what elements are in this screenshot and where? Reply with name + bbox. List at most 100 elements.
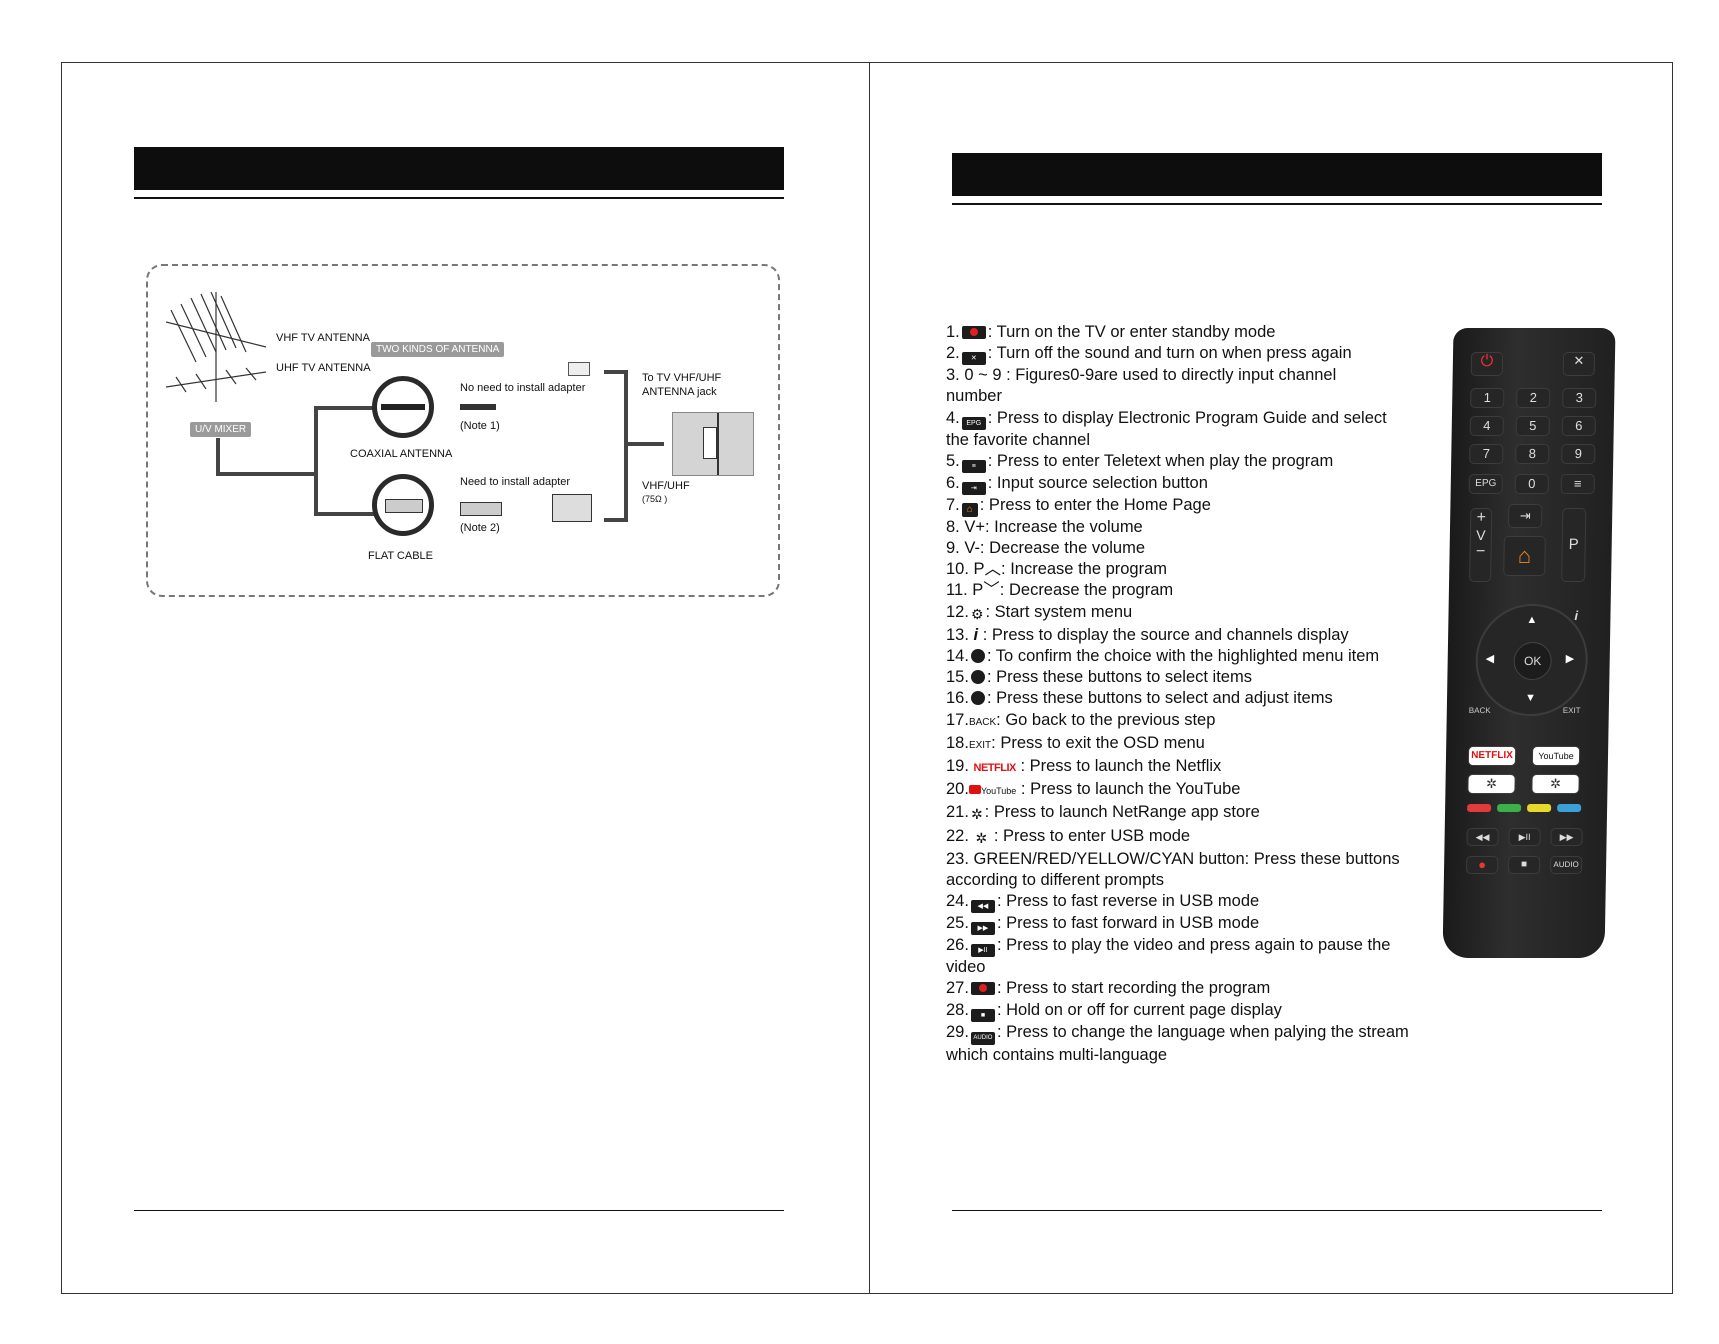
fast-forward-icon: ▶▶ — [970, 922, 995, 936]
app-store-icon: ✲ — [970, 806, 983, 823]
remote-back-label: BACK — [1468, 706, 1491, 715]
wire — [314, 406, 318, 516]
app-store-icon: ✲ — [1467, 774, 1516, 794]
exit-icon: EXIT — [968, 739, 992, 751]
list-item: number — [946, 387, 1002, 406]
list-item: 13. i : Press to display the source and … — [946, 625, 1349, 644]
list-item: 7.⌂: Press to enter the Home Page — [946, 495, 1211, 517]
list-item: 14.: To confirm the choice with the high… — [946, 647, 1380, 666]
record-icon: ● — [1465, 856, 1499, 874]
remote-digit-7: 7 — [1469, 444, 1504, 464]
list-item: 21.✲: Press to launch NetRange app store — [946, 802, 1446, 825]
teletext-icon: ≡ — [961, 459, 986, 473]
list-item: 3. 0 ~ 9 : Figures0-9are used to directl… — [946, 366, 1337, 385]
back-icon: BACK — [968, 716, 997, 728]
two-kinds-tag: TWO KINDS OF ANTENNA — [371, 342, 505, 357]
vhf-antenna-label: VHF TV ANTENNA — [276, 332, 370, 344]
up-arrow-icon: ▲ — [1526, 614, 1538, 626]
red-color-button — [1467, 804, 1492, 812]
ok-icon — [970, 649, 985, 664]
right-arrow-icon: ▶ — [1565, 653, 1575, 665]
wire — [624, 370, 628, 522]
gear-icon: ⚙ — [970, 605, 984, 622]
power-icon — [961, 326, 986, 339]
wire — [216, 438, 220, 476]
mute-icon: ✕ — [1562, 352, 1596, 376]
list-item: which contains multi-language — [946, 1045, 1168, 1064]
uv-mixer-tag: U/V MIXER — [190, 422, 252, 437]
right-title-bar — [952, 153, 1602, 196]
record-icon — [970, 982, 995, 996]
remote-audio-button: AUDIO — [1549, 856, 1583, 874]
list-item: 25.▶▶: Press to fast forward in USB mode — [946, 913, 1446, 936]
wire — [604, 370, 626, 374]
antenna-icon — [166, 292, 267, 402]
left-right-icon — [970, 691, 985, 706]
green-color-button — [1497, 804, 1522, 812]
list-item: 16.: Press these buttons to select and a… — [946, 689, 1333, 708]
note2-label: (Note 2) — [460, 522, 500, 534]
wire — [314, 406, 374, 410]
left-arrow-icon: ◀ — [1485, 653, 1495, 665]
no-adapter-label: No need to install adapter — [460, 382, 586, 394]
netflix-icon: NETFLIX — [973, 762, 1017, 775]
wire — [624, 442, 664, 446]
list-item: 29.AUDIO: Press to change the language w… — [946, 1022, 1446, 1045]
list-item: according to different prompts — [946, 871, 1164, 890]
left-title-rule — [134, 197, 784, 199]
list-item: 19. NETFLIX : Press to launch the Netfli… — [946, 757, 1222, 776]
remote-digit-2: 2 — [1516, 388, 1551, 408]
list-item: 5.≡: Press to enter Teletext when play t… — [946, 451, 1446, 473]
yellow-color-button — [1527, 804, 1552, 812]
usb-icon: ✲ — [1531, 774, 1580, 794]
youtube-icon: YouTube — [1531, 746, 1581, 766]
list-item: 6.⇥: Input source selection button — [946, 473, 1446, 495]
stop-icon: ■ — [970, 1008, 995, 1022]
power-icon: ⏻ — [1470, 352, 1504, 376]
page-frame — [61, 62, 1673, 1294]
remote-digit-3: 3 — [1562, 388, 1597, 408]
right-footer-rule — [952, 1210, 1602, 1211]
remote-epg-button: EPG — [1468, 474, 1503, 494]
list-item: 24.◀◀: Press to fast reverse in USB mode — [946, 891, 1446, 914]
home-icon: ⌂ — [1503, 536, 1546, 576]
list-item: 1.: Turn on the TV or enter standby mode — [946, 323, 1276, 341]
list-item: 20.YouTube : Press to launch the YouTube — [946, 780, 1241, 799]
list-item: 9. V-: Decrease the volume — [946, 539, 1146, 558]
remote-digit-8: 8 — [1515, 444, 1550, 464]
remote-digit-9: 9 — [1561, 444, 1596, 464]
list-item: 26.▶II: Press to play the video and pres… — [946, 935, 1446, 958]
flat-cable-icon — [372, 474, 434, 536]
left-footer-rule — [134, 1210, 784, 1211]
wire — [216, 472, 316, 476]
down-arrow-icon: ▼ — [1524, 692, 1537, 704]
volume-minus: − — [1475, 543, 1486, 560]
flat-cable-piece-icon — [460, 502, 502, 516]
flat-cable-label: FLAT CABLE — [368, 550, 434, 562]
teletext-icon: ≡ — [1560, 474, 1595, 494]
list-item: 15.: Press these buttons to select items — [946, 668, 1252, 687]
list-item: 11. P﹀: Decrease the program — [946, 581, 1174, 600]
list-item: 2.✕: Turn off the sound and turn on when… — [946, 343, 1446, 366]
balun-adapter-icon — [552, 494, 592, 522]
usb-icon: ✲ — [975, 829, 988, 846]
remote-exit-label: EXIT — [1562, 706, 1581, 715]
play-pause-icon: ▶II — [970, 944, 995, 958]
list-item: 8. V+: Increase the volume — [946, 517, 1143, 536]
remote-digit-6: 6 — [1561, 416, 1596, 436]
volume-plus: + — [1476, 509, 1487, 526]
list-item: 17.BACK: Go back to the previous step — [946, 710, 1216, 729]
remote-control-image: ⏻ ✕ EPG 0 ≡ + V − ⇥ ⌂ P OK ▲ ▼ ◀ ▶ i BAC… — [1442, 328, 1616, 958]
remote-ok-button: OK — [1513, 642, 1553, 680]
info-icon: i — [1574, 608, 1579, 623]
youtube-icon — [968, 785, 981, 795]
volume-label: V — [1476, 527, 1486, 543]
list-item: 28.■: Hold on or off for current page di… — [946, 1000, 1446, 1022]
list-item: 22. ✲ : Press to enter USB mode — [946, 826, 1446, 849]
rewind-icon: ◀◀ — [1466, 828, 1499, 846]
tv-jack-panel-icon — [672, 412, 754, 476]
cyan-color-button — [1557, 804, 1582, 812]
adapter-plug-icon — [568, 362, 590, 376]
epg-icon: EPG — [961, 416, 986, 430]
page-divider — [869, 62, 870, 1294]
